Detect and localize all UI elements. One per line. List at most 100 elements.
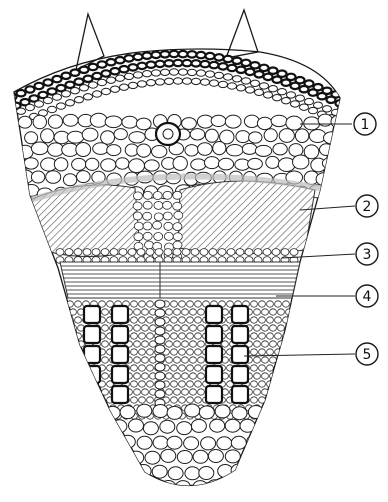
xylem-cell [270,309,277,315]
cortex-cell [213,142,226,155]
xylem-cell [166,357,173,363]
inner-pith-cell [129,419,144,432]
xylem-vessel [112,326,128,343]
epidermis-cell [71,88,80,94]
pith-cell [153,192,162,200]
xylem-cell [259,349,266,355]
xylem-cell [99,413,106,419]
xylem-cell [142,309,149,315]
inner-pith-cell [240,419,255,432]
epidermis-cell [80,67,89,73]
xylem-cell [94,389,101,395]
xylem-cell [179,333,186,339]
cortex-cell [257,117,272,129]
inner-pith-cell [208,450,223,463]
xylem-cell [70,373,77,379]
inner-pith-cell [241,479,256,492]
inner-pith-cell [248,406,263,419]
xylem-cell [134,389,141,395]
xylem-cell [75,349,82,355]
xylem-cell [275,349,282,355]
inner-pith-cell [249,464,264,477]
epidermis-cell [183,78,192,84]
epidermis-cell [251,80,260,86]
xylem-cell [139,349,146,355]
inner-pith-cell [282,466,297,479]
xylem-cell [190,389,197,395]
xylem-ray-cell [155,300,165,308]
xylem-cell [91,413,98,419]
xylem-vessel [232,326,248,343]
xylem-cell [182,389,189,395]
pith-cell [134,222,143,230]
epidermis-cell [197,52,206,58]
xylem-cell [166,389,173,395]
xylem-cell [131,333,138,339]
xylem-cell [254,325,261,331]
xylem-ray-cell [155,381,165,389]
inner-pith-cell [231,436,246,449]
xylem-cell [267,349,274,355]
xylem-ray-cell [155,318,165,326]
xylem-cell [262,357,269,363]
cortex-cell [114,129,127,140]
inner-pith-cell [96,450,111,463]
xylem-cell [286,389,293,395]
xylem-cell [251,349,258,355]
pith-cell [191,249,199,256]
inner-pith-cell [137,436,152,449]
xylem-cell [67,349,74,355]
xylem-cell [262,373,269,379]
pith-cell [83,249,91,256]
xylem-cell [259,365,266,371]
epidermis-cell [80,85,89,91]
xylem-cell [267,301,274,307]
xylem-ray-cell [155,363,165,371]
epidermis-cell [107,77,116,83]
cortex-cell [24,185,39,197]
epidermis-cell [152,52,161,58]
pith-cell [164,222,173,230]
epidermis-cell [269,86,278,92]
xylem-cell [286,373,293,379]
epidermis-cell [84,76,93,82]
inner-pith-cell [231,464,246,477]
epidermis-cell [102,70,111,76]
pith-cell [173,241,182,249]
xylem-vessel [84,366,100,383]
epidermis-cell [210,80,219,86]
epidermis-cell [107,59,116,65]
label-5: 5 [356,343,378,365]
epidermis-cell [57,103,66,109]
epidermis-cell [8,94,17,100]
epidermis-cell [273,77,282,83]
inner-pith-cell [168,467,183,480]
xylem-ray-cell [155,372,165,380]
xylem-cell [283,397,290,403]
epidermis-cell [224,74,233,80]
epidermis-cell [224,56,233,62]
xylem-cell [131,397,138,403]
epidermis-cell [66,82,75,88]
pith-cell [209,249,217,256]
xylem-cell [139,397,146,403]
inner-pith-cell [176,481,191,494]
cortex-cell [31,171,44,183]
xylem-cell [131,381,138,387]
xylem-cell [70,357,77,363]
xylem-vessel [206,346,222,363]
inner-pith-cell [232,407,247,420]
xylem-cell [254,389,261,395]
xylem-cell [102,325,109,331]
inner-pith-cell [224,480,239,493]
xylem-cell [147,397,154,403]
xylem-cell [275,301,282,307]
epidermis-cell [44,97,53,103]
pith-cell [236,249,244,256]
xylem-cell [182,309,189,315]
cortex-cell [67,131,84,143]
epidermis-cell [26,104,35,110]
inner-pith-cell [280,404,295,417]
label-1: 1 [354,113,376,135]
label-2: 2 [356,195,378,217]
